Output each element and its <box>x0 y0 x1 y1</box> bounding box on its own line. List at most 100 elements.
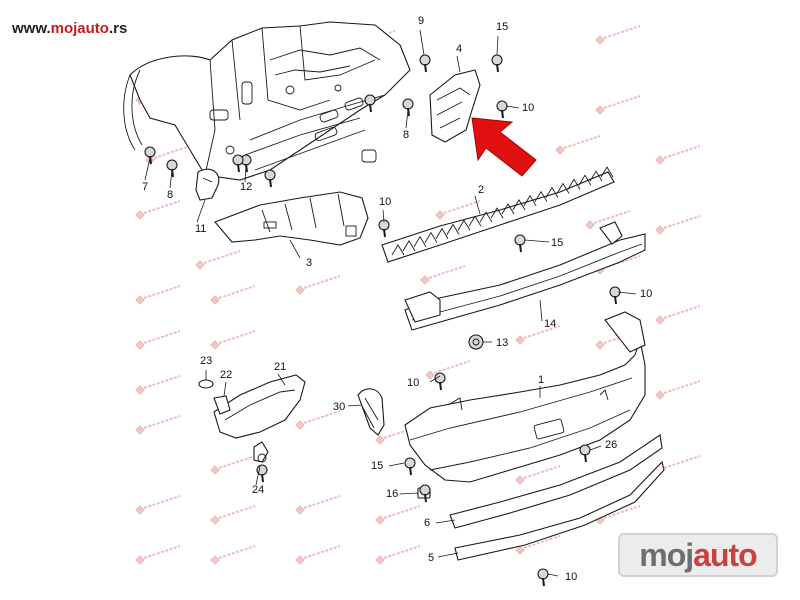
watermark-stamp-icon <box>210 545 256 565</box>
screw-icon <box>434 372 446 391</box>
leader-line <box>589 445 602 451</box>
part-11-hook <box>195 168 220 201</box>
leader-line <box>456 55 461 73</box>
leader-line <box>289 239 301 259</box>
watermark-stamp-icon <box>135 545 181 565</box>
vehicle-body-frame <box>123 21 411 181</box>
callout-16: 16 <box>386 488 398 500</box>
leader-line <box>244 164 247 183</box>
screw-icon <box>240 154 252 173</box>
watermark-stamp-icon <box>595 25 641 45</box>
leader-line <box>196 199 206 223</box>
part-6-lower-trim <box>449 434 663 529</box>
leader-line <box>547 573 559 577</box>
watermark-stamp-icon <box>295 410 341 430</box>
screw-icon <box>404 457 416 476</box>
screw-icon <box>579 444 591 463</box>
leader-line <box>474 195 481 215</box>
part-23-washer <box>198 379 214 389</box>
callout-14: 14 <box>544 318 556 330</box>
callout-30: 30 <box>333 401 345 413</box>
watermark-stamp-icon <box>435 200 481 220</box>
callout-11: 11 <box>195 223 206 235</box>
callout-22: 22 <box>220 369 232 381</box>
screw-icon <box>144 146 156 165</box>
leader-line <box>399 492 419 495</box>
lattice-cell <box>468 215 482 227</box>
watermark-stamp-icon <box>135 375 181 395</box>
lattice-cell <box>523 194 537 207</box>
callout-6: 6 <box>424 517 430 529</box>
callout-10c: 10 <box>640 288 652 300</box>
mojauto-logo: mojauto <box>618 533 778 577</box>
callout-23: 23 <box>200 355 212 367</box>
watermark-stamp-icon <box>135 285 181 305</box>
leader-line <box>169 169 173 189</box>
site-url-brand: mojauto <box>50 20 109 37</box>
watermark-stamp-icon <box>295 275 341 295</box>
watermark-stamp-icon <box>655 305 701 325</box>
lattice-cell <box>545 186 559 198</box>
leader-line <box>505 105 520 109</box>
watermark-stamp-icon <box>210 285 256 305</box>
screw-icon <box>496 100 508 119</box>
site-url-suffix: .rs <box>108 20 128 37</box>
leader-line <box>435 519 456 524</box>
site-url[interactable]: www.mojauto.rs <box>12 20 127 37</box>
lattice-cell <box>534 190 548 202</box>
watermark-stamp-icon <box>515 535 561 555</box>
part-4-bracket <box>429 69 481 143</box>
screw-icon <box>364 94 376 113</box>
callout-3: 3 <box>306 257 312 269</box>
leader-line <box>496 35 499 56</box>
callout-2: 2 <box>478 184 484 196</box>
leader-line <box>255 465 261 486</box>
logo-part1: moj <box>639 537 694 573</box>
lattice-cell <box>589 170 603 182</box>
watermark-stamp-icon <box>295 545 341 565</box>
callout-10e: 10 <box>565 571 577 583</box>
watermark-stamp-icon <box>655 145 701 165</box>
part-5-lower-strip <box>454 460 665 561</box>
watermark-stamp-icon <box>555 135 601 155</box>
callout-13: 13 <box>496 337 508 349</box>
part-30-side-bracket <box>357 388 385 436</box>
part-1-bumper-cover <box>404 311 646 483</box>
lattice-cell <box>556 182 570 194</box>
leader-line <box>617 291 637 295</box>
screw-icon <box>232 154 244 173</box>
callout-10b: 10 <box>379 196 391 208</box>
nut-icon <box>468 334 484 350</box>
callout-8a: 8 <box>167 189 173 201</box>
watermark-stamp-icon <box>135 495 181 515</box>
lattice-cell <box>501 203 515 215</box>
part-22-clip <box>213 395 231 415</box>
lattice-cell <box>435 227 449 239</box>
callout-12: 12 <box>240 181 252 193</box>
watermark-stamp-icon <box>375 505 421 525</box>
leader-line <box>429 375 441 383</box>
callout-1: 1 <box>538 374 544 386</box>
leader-line <box>388 462 405 467</box>
part-14-bumper-carrier <box>404 221 646 331</box>
lattice-cell <box>446 223 460 235</box>
watermark-stamp-icon <box>135 415 181 435</box>
watermark-stamp-icon <box>210 455 256 475</box>
watermark-stamp-icon <box>655 380 701 400</box>
callout-4: 4 <box>456 43 462 55</box>
lattice-cell <box>512 199 526 211</box>
leader-lines <box>144 29 637 577</box>
callout-10d: 10 <box>407 377 419 389</box>
screw-icon <box>378 219 390 238</box>
logo-part2: auto <box>693 537 758 573</box>
watermark-stamp-icon <box>375 545 421 565</box>
lattice-cell <box>402 240 416 252</box>
screw-icon <box>514 234 526 253</box>
callout-5: 5 <box>428 552 434 564</box>
callout-21: 21 <box>274 361 286 373</box>
leader-line <box>539 299 543 322</box>
screw-icon <box>166 159 178 178</box>
screw-icon <box>419 54 431 73</box>
part-3-side-bracket <box>214 191 369 246</box>
